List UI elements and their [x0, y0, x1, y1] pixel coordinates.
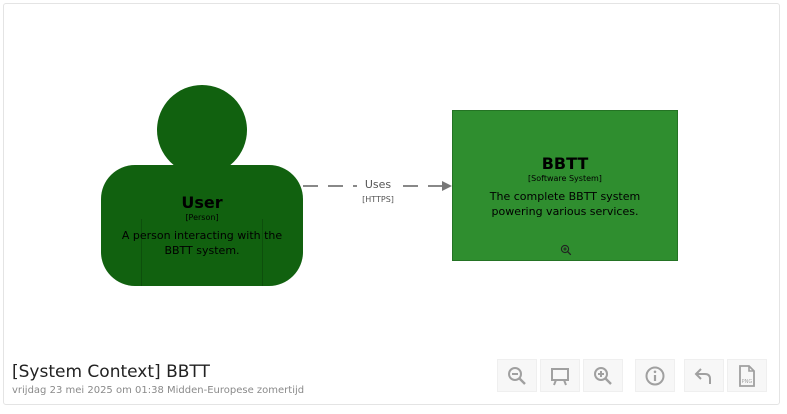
export-png-button[interactable]: PNG: [727, 359, 767, 392]
person-body-divider-left: [141, 219, 142, 286]
zoom-in-button[interactable]: [583, 359, 623, 392]
zoom-in-icon: [594, 366, 612, 385]
diagram-title: [System Context] BBTT: [12, 362, 210, 382]
relationship-label: Uses: [357, 178, 399, 191]
info-button[interactable]: [635, 359, 675, 392]
fit-presentation-icon: [551, 367, 569, 385]
person-element[interactable]: User [Person] A person interacting with …: [101, 165, 303, 286]
undo-icon: [694, 367, 711, 384]
presentation-button[interactable]: [540, 359, 580, 392]
person-type: [Person]: [185, 213, 219, 222]
zoom-out-icon: [508, 366, 526, 385]
person-description-line1: A person interacting with the: [121, 229, 283, 242]
software-system-element[interactable]: BBTT [Software System] The complete BBTT…: [452, 110, 678, 261]
relationship-technology: [HTTPS]: [362, 195, 394, 204]
zoom-out-button[interactable]: [497, 359, 537, 392]
zoom-in-icon[interactable]: [560, 244, 572, 256]
export-png-label: PNG: [742, 379, 753, 385]
person-name: User: [181, 193, 223, 212]
diagram-date: vrijdag 23 mei 2025 om 01:38 Midden-Euro…: [12, 385, 305, 396]
person-description-line2: BBTT system.: [164, 244, 240, 257]
system-name: BBTT: [541, 154, 589, 173]
undo-button[interactable]: [684, 359, 724, 392]
system-description-line2: powering various services.: [491, 205, 639, 218]
system-description-line1: The complete BBTT system: [489, 190, 641, 203]
person-body-divider-right: [262, 219, 263, 286]
person-head-shape[interactable]: [157, 85, 247, 175]
system-type: [Software System]: [528, 174, 602, 183]
export-png-icon: PNG: [739, 364, 755, 387]
info-icon: [645, 366, 665, 385]
